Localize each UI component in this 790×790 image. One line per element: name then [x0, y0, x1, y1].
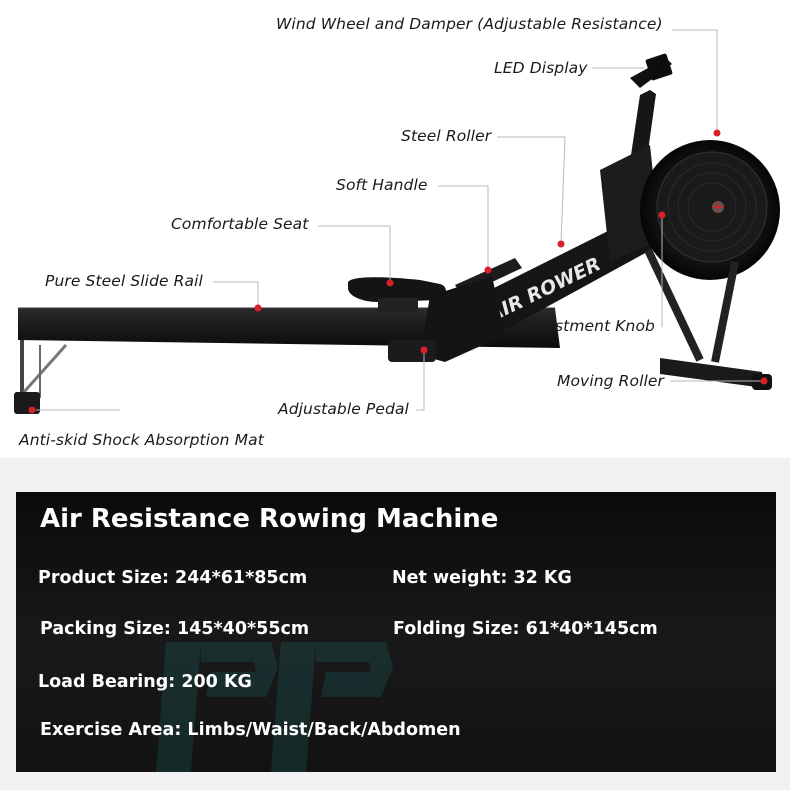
foot-pedal [388, 276, 505, 362]
callout-leader-lines [36, 29, 762, 411]
spec-product-size: Product Size: 244*61*85cm [38, 568, 308, 588]
callout-soft-handle: Soft Handle [336, 176, 428, 194]
product-diagram-area: AIR ROWER [0, 0, 790, 458]
spec-load-bearing: Load Bearing: 200 KG [38, 672, 252, 692]
specs-panel: Air Resistance Rowing Machine Product Si… [16, 492, 776, 772]
callout-wind-wheel: Wind Wheel and Damper (Adjustable Resist… [276, 15, 663, 33]
seat [348, 277, 446, 312]
watermark-shapes [156, 642, 393, 772]
air-flywheel [640, 140, 780, 280]
spec-packing-size: Packing Size: 145*40*55cm [40, 619, 310, 639]
callout-adjustment-knob: Adjustment Knob [520, 317, 655, 335]
spec-net-weight: Net weight: 32 KG [392, 568, 572, 588]
rowing-machine-illustration: AIR ROWER [14, 29, 780, 414]
callout-steel-roller: Steel Roller [401, 127, 492, 145]
callout-comfortable-seat: Comfortable Seat [171, 215, 309, 233]
callout-moving-roller: Moving Roller [557, 372, 664, 390]
callout-led-display: LED Display [494, 59, 588, 77]
callout-adjustable-pedal: Adjustable Pedal [278, 400, 409, 418]
callout-shock-mat: Anti-skid Shock Absorption Mat [19, 431, 264, 449]
callout-slide-rail: Pure Steel Slide Rail [45, 272, 203, 290]
rear-support [14, 338, 68, 414]
spec-folding-size: Folding Size: 61*40*145cm [393, 619, 658, 639]
callout-dots [28, 129, 768, 414]
product-title: Air Resistance Rowing Machine [40, 504, 499, 534]
spec-exercise-area: Exercise Area: Limbs/Waist/Back/Abdomen [40, 720, 461, 740]
